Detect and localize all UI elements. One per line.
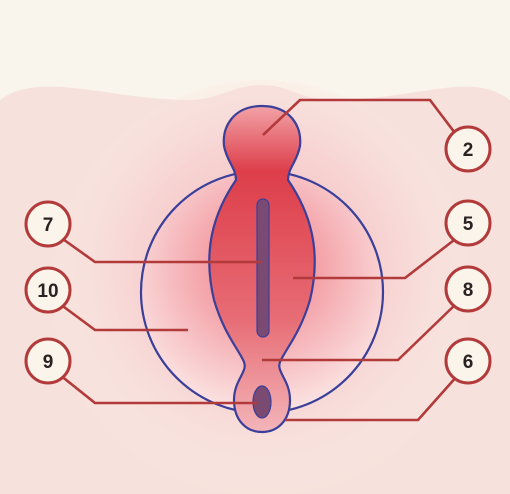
- label-9-text: 9: [43, 352, 54, 373]
- urethral-slit: [257, 199, 269, 337]
- label-10-text: 10: [37, 281, 58, 302]
- label-7: 7: [26, 202, 70, 246]
- label-7-text: 7: [43, 215, 54, 236]
- label-2-text: 2: [463, 140, 474, 161]
- label-8-text: 8: [463, 280, 474, 301]
- label-5: 5: [446, 201, 490, 245]
- label-5-text: 5: [463, 214, 474, 235]
- label-8: 8: [446, 267, 490, 311]
- label-6-text: 6: [463, 352, 474, 373]
- label-2: 2: [446, 127, 490, 171]
- label-6: 6: [446, 339, 490, 383]
- label-10: 10: [26, 268, 70, 312]
- label-9: 9: [26, 339, 70, 383]
